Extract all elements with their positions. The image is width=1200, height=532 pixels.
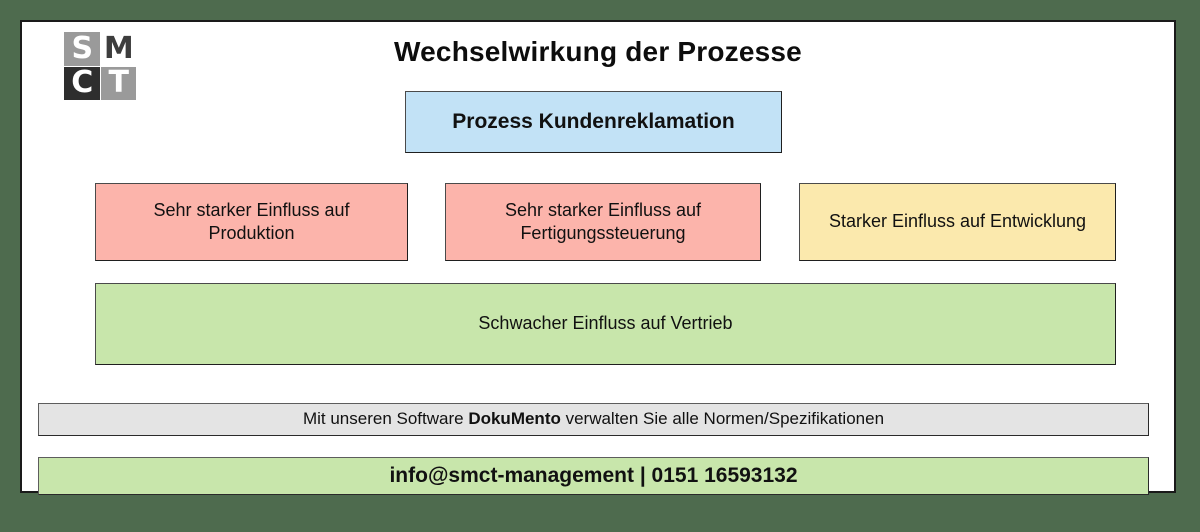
impact-vertrieb-label: Schwacher Einfluss auf Vertrieb [478,313,733,334]
impact-box-fertigungssteuerung[interactable]: Sehr starker Einfluss auf Fertigungssteu… [445,183,761,261]
software-product-name: DokuMento [468,409,561,429]
impact-box-vertrieb[interactable]: Schwacher Einfluss auf Vertrieb [95,283,1116,365]
page-title: Wechselwirkung der Prozesse [394,36,802,67]
impact-box-entwicklung[interactable]: Starker Einfluss auf Entwicklung [799,183,1116,261]
software-promo-suffix: verwalten Sie alle Normen/Spezifikatione… [560,409,885,429]
logo-letter-c: C [64,66,100,100]
impact-fertigung-line1: Sehr starker Einfluss auf [504,199,702,220]
impact-produktion-line2: Produktion [208,223,295,243]
software-promo-text: Mit unseren Software DokuMento verwalten… [303,408,884,430]
impact-entwicklung-label: Starker Einfluss auf Entwicklung [828,211,1087,232]
logo-letter-m: M [100,32,136,66]
software-promo-prefix: Mit unseren Software [302,409,469,429]
impact-fertigung-line2: Fertigungssteuerung [520,223,686,243]
logo-letter-s: S [64,32,100,66]
process-box-label: Prozess Kundenreklamation [452,110,735,134]
smct-logo: S M C T [64,32,136,100]
impact-box-produktion[interactable]: Sehr starker Einfluss auf Produktion [95,183,408,261]
impact-box-produktion-label: Sehr starker Einfluss auf Produktion [153,199,349,246]
contact-bar[interactable]: info@smct-management | 0151 16593132 [38,457,1149,495]
logo-letter-t: T [100,66,136,100]
slide-canvas: S M C T Wechselwirkung der Prozesse Proz… [20,20,1176,495]
software-promo-bar[interactable]: Mit unseren Software DokuMento verwalten… [38,403,1149,436]
impact-produktion-line1: Sehr starker Einfluss auf [153,199,350,220]
process-box-kundenreklamation[interactable]: Prozess Kundenreklamation [405,91,782,153]
impact-box-fertigungssteuerung-label: Sehr starker Einfluss auf Fertigungssteu… [505,199,701,246]
contact-bar-text: info@smct-management | 0151 16593132 [389,464,798,488]
